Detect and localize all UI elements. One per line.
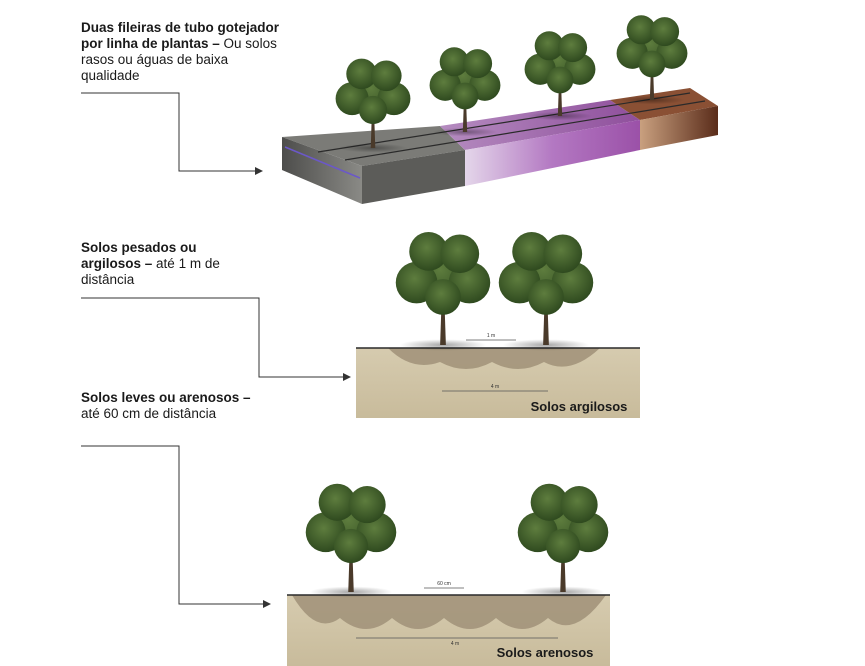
tree <box>305 483 397 598</box>
tree <box>517 483 609 598</box>
tree <box>335 58 411 153</box>
tree <box>429 47 501 137</box>
leader-arrow-3 <box>81 445 271 608</box>
caption-heavy-soil-title: Solos pesados ou argilosos – <box>81 240 197 271</box>
sandy-soil-panel: 60 cm 4 m Solos arenosos <box>287 581 610 666</box>
tree <box>498 232 594 351</box>
caption-double-row-title: Duas fileiras de tubo gotejador por linh… <box>81 20 280 51</box>
caption-double-row-text: Ou solos rasos ou águas de baixa qualida… <box>81 36 277 83</box>
clay-soil-panel: 1 m 4 m Solos argilosos <box>356 333 640 418</box>
trees <box>305 15 688 598</box>
caption-light-soil-title: Solos leves ou arenosos – <box>81 390 251 405</box>
caption-double-row: Duas fileiras de tubo gotejador por linh… <box>81 20 281 84</box>
clay-spacing-large: 4 m <box>491 384 499 390</box>
tree <box>616 15 688 105</box>
tree <box>524 31 596 121</box>
caption-heavy-soil-text: até 1 m de distância <box>81 256 220 287</box>
leader-arrow-1 <box>81 92 263 175</box>
sandy-soil-label: Solos arenosos <box>497 645 594 660</box>
leader-arrow-2 <box>81 297 351 381</box>
caption-light-soil-text: até 60 cm de distância <box>81 406 217 421</box>
clay-spacing-small: 1 m <box>487 333 495 339</box>
sandy-spacing-small: 60 cm <box>437 581 451 587</box>
soil-block-3d <box>282 88 718 204</box>
caption-light-soil: Solos leves ou arenosos – até 60 cm de d… <box>81 390 251 422</box>
caption-heavy-soil: Solos pesados ou argilosos – até 1 m de … <box>81 240 251 288</box>
tree <box>395 232 491 351</box>
sandy-spacing-large: 4 m <box>451 641 459 647</box>
clay-soil-label: Solos argilosos <box>531 399 628 414</box>
